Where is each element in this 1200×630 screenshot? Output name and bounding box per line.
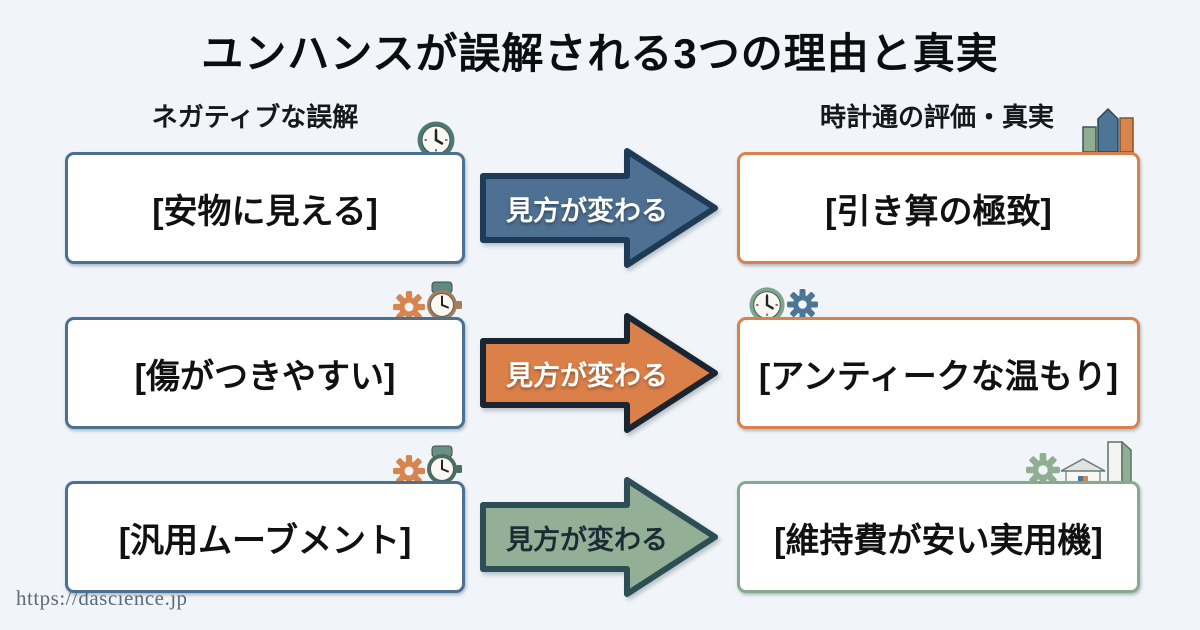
city-buildings-icon xyxy=(1082,107,1134,153)
wristwatch-icon xyxy=(427,445,462,493)
transform-arrow: 見方が変わる xyxy=(477,475,721,599)
misconception-box: [汎用ムーブメント] xyxy=(65,481,465,593)
comparison-row: [安物に見える] 見方が変わる [引き算の極致] xyxy=(0,146,1200,270)
wristwatch-icon xyxy=(427,281,462,329)
comparison-row: [汎用ムーブメント] 見方が変わる [維持費が安い実用機] xyxy=(0,475,1200,599)
arrow-label: 見方が変わる xyxy=(506,360,668,391)
truth-label: [維持費が安い実用機] xyxy=(774,521,1103,560)
gear-icon xyxy=(1026,453,1060,487)
right-column-header: 時計通の評価・真実 xyxy=(819,102,1054,132)
left-column-header: ネガティブな誤解 xyxy=(151,102,359,132)
misconception-label: [安物に見える] xyxy=(152,192,378,231)
misconception-label: [傷がつきやすい] xyxy=(134,357,396,396)
truth-label: [アンティークな温もり] xyxy=(758,357,1119,396)
misconception-box: [傷がつきやすい] xyxy=(65,317,465,429)
right-arrow-icon xyxy=(480,313,718,433)
arrow-label: 見方が変わる xyxy=(506,524,668,555)
right-arrow-icon xyxy=(480,148,718,268)
clock-icon xyxy=(749,287,785,323)
comparison-row: [傷がつきやすい] 見方が変わる [アンティークな温もり] xyxy=(0,311,1200,435)
page-title: ユンハンスが誤解される3つの理由と真実 xyxy=(201,30,999,77)
transform-arrow: 見方が変わる xyxy=(477,311,721,435)
right-arrow-icon xyxy=(480,477,718,597)
truth-box: [アンティークな温もり] xyxy=(737,317,1140,429)
truth-box: [維持費が安い実用機] xyxy=(737,481,1140,593)
clock-icon xyxy=(417,121,455,159)
gear-icon xyxy=(787,289,818,320)
arrow-label: 見方が変わる xyxy=(506,195,668,226)
transform-arrow: 見方が変わる xyxy=(477,146,721,270)
misconception-box: [安物に見える] xyxy=(65,152,465,264)
misconception-label: [汎用ムーブメント] xyxy=(118,521,412,560)
truth-box: [引き算の極致] xyxy=(737,152,1140,264)
truth-label: [引き算の極致] xyxy=(825,192,1052,231)
